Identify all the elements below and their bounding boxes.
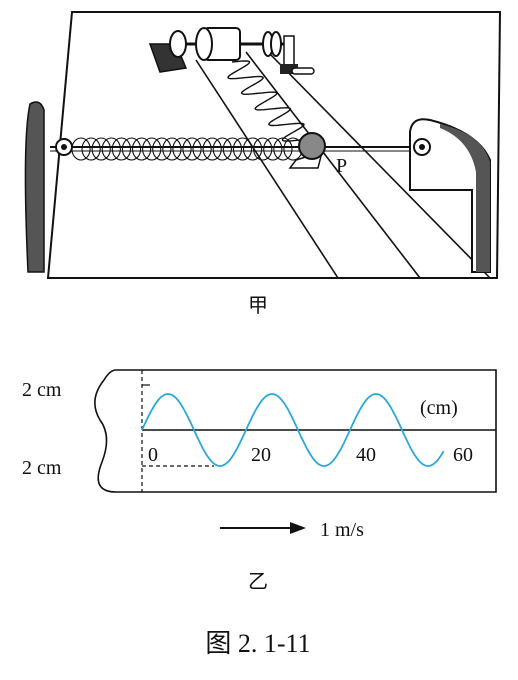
spring-coil — [91, 137, 111, 161]
right-stand — [409, 118, 491, 273]
tick-label-60: 60 — [453, 444, 473, 466]
apparatus: P — [24, 11, 502, 279]
velocity-arrow — [220, 522, 306, 534]
spring-coil — [142, 137, 162, 161]
spring-coil — [192, 137, 212, 161]
paper-trace-line — [227, 60, 305, 142]
spring-coil — [182, 137, 202, 161]
velocity-label: 1 m/s — [320, 519, 364, 541]
amplitude-label-upper: 2 cm — [22, 379, 62, 401]
spring-coil — [172, 137, 192, 161]
spring-coil — [232, 137, 253, 161]
spring-coil — [273, 137, 293, 161]
roller-mechanism — [148, 27, 315, 75]
spring-coil — [101, 137, 121, 161]
spring-coil — [212, 137, 232, 161]
paper-strip — [195, 51, 491, 279]
caption-part-a: 甲 — [248, 295, 268, 317]
unit-label: (cm) — [420, 397, 458, 419]
wave-record: 2 cm 2 cm (cm) 0 20 40 60 — [22, 369, 497, 493]
spring-coil — [162, 137, 182, 161]
tick-label-20: 20 — [251, 444, 271, 466]
spring-coil — [263, 137, 283, 161]
caption-part-b: 乙 — [248, 571, 268, 593]
spring-coil — [152, 137, 172, 161]
wave-curve — [141, 393, 445, 467]
spring-coil — [131, 137, 152, 161]
spring-coil — [121, 137, 142, 161]
spring-coil — [71, 137, 91, 161]
spring-coil — [111, 137, 132, 161]
paper-outline — [94, 369, 497, 493]
point-label-p: P — [336, 155, 347, 177]
oscillator-ball — [288, 132, 326, 169]
spring-coil — [202, 137, 222, 161]
tick-label-0: 0 — [148, 444, 158, 466]
tick-label-40: 40 — [356, 444, 376, 466]
coil-spring — [71, 137, 303, 161]
spring-coil — [81, 137, 101, 161]
spring-coil — [253, 137, 273, 161]
figure-caption: 图 2. 1-11 — [205, 629, 310, 658]
spring-coil — [242, 137, 263, 161]
amplitude-label-lower: 2 cm — [22, 457, 62, 479]
left-stand — [24, 101, 45, 273]
spring-coil — [222, 137, 243, 161]
